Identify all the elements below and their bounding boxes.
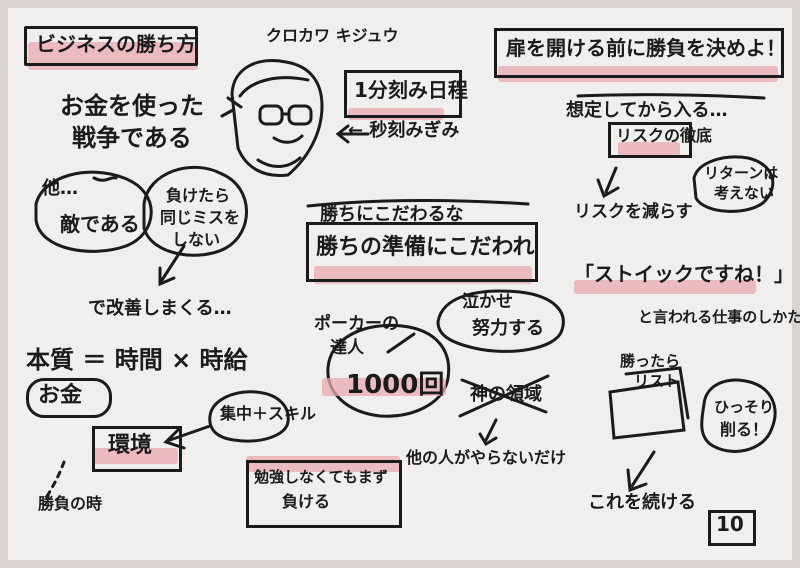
win-stick-text: 勝ちの準備にこだわれ bbox=[316, 235, 535, 260]
one-minute-text: 1分刻み日程 bbox=[354, 78, 468, 102]
money-war-line1: お金を使った bbox=[60, 92, 204, 120]
stoic: 「ストイックですね！」 bbox=[574, 262, 794, 286]
study-box bbox=[246, 460, 402, 528]
environment-highlight bbox=[92, 448, 178, 464]
title-left-box bbox=[24, 26, 198, 66]
title-left: ビジネスの勝ち方 bbox=[36, 32, 196, 56]
risk-box-text: リスクの徹底 bbox=[616, 126, 713, 145]
poker-line1: ポーカーの bbox=[314, 314, 399, 334]
win-stick-top: 勝ちにこだわるな bbox=[320, 204, 464, 225]
before-enter: 想定してから入る… bbox=[566, 100, 728, 121]
continue-note: これを続ける bbox=[588, 492, 696, 513]
lose-same-2: 同じミスを bbox=[160, 208, 241, 227]
essence-formula: 本質 ＝ 時間 × 時給 bbox=[26, 346, 248, 374]
environment-box bbox=[92, 426, 182, 472]
title-right: 扉を開ける前に勝負を決めよ！ bbox=[506, 36, 786, 60]
return-line1: リターンは bbox=[704, 164, 779, 182]
stoic-highlight bbox=[574, 280, 756, 294]
others-only: 他の人がやらないだけ bbox=[406, 448, 567, 467]
won-list-1: 勝ったら bbox=[620, 352, 681, 370]
environment-text: 環境 bbox=[108, 433, 153, 458]
second-note: ← 秒刻みぎみ bbox=[348, 120, 460, 141]
right-title-highlight bbox=[498, 66, 778, 82]
enemy-text: 敵である bbox=[60, 212, 140, 236]
sketch-strokes bbox=[34, 59, 777, 500]
focus-skill: 集中＋スキル bbox=[220, 404, 317, 423]
notes-sheet: ビジネスの勝ち方 クロカワ キジュウ 扉を開ける前に勝負を決めよ！ お金を使った… bbox=[8, 8, 800, 560]
lose-study-2: 負ける bbox=[282, 492, 331, 511]
page-number-box bbox=[708, 510, 756, 546]
quietly-1: ひっそり bbox=[714, 398, 775, 416]
money-text: お金 bbox=[38, 383, 83, 408]
win-stick-box bbox=[306, 222, 538, 282]
money-box bbox=[26, 378, 112, 418]
win-time: 勝負の時 bbox=[38, 494, 103, 513]
money-war-line2: 戦争である bbox=[72, 124, 192, 152]
poker-highlight bbox=[322, 378, 446, 396]
lose-study-1: 勉強しなくてもまず bbox=[254, 468, 388, 486]
improve-text: で改善しまくる… bbox=[88, 298, 232, 319]
author-name: クロカワ キジュウ bbox=[266, 26, 399, 45]
hand-count: 1000回 bbox=[346, 370, 445, 400]
page-number: 10 bbox=[716, 512, 744, 536]
title-right-box bbox=[494, 28, 784, 78]
return-line2: 考えない bbox=[714, 184, 775, 202]
work-line1: 泣かせ bbox=[462, 292, 513, 312]
risk-reduce: リスクを減らす bbox=[574, 202, 693, 222]
poker-line2: 達人 bbox=[330, 338, 364, 358]
quietly-2: 削る！ bbox=[720, 420, 769, 439]
other-label: 他… bbox=[42, 178, 78, 199]
risk-highlight bbox=[618, 142, 680, 156]
lose-same-1: 負けたら bbox=[166, 186, 231, 205]
one-minute-box bbox=[344, 70, 462, 118]
work-line2: 努力する bbox=[472, 318, 544, 339]
won-list-2: リスト bbox=[634, 372, 680, 390]
said-by: と言われる仕事のしかた bbox=[638, 308, 800, 326]
god-luck: 神の領域 bbox=[470, 384, 542, 405]
risk-box bbox=[608, 122, 692, 158]
lose-same-3: しない bbox=[172, 230, 221, 249]
